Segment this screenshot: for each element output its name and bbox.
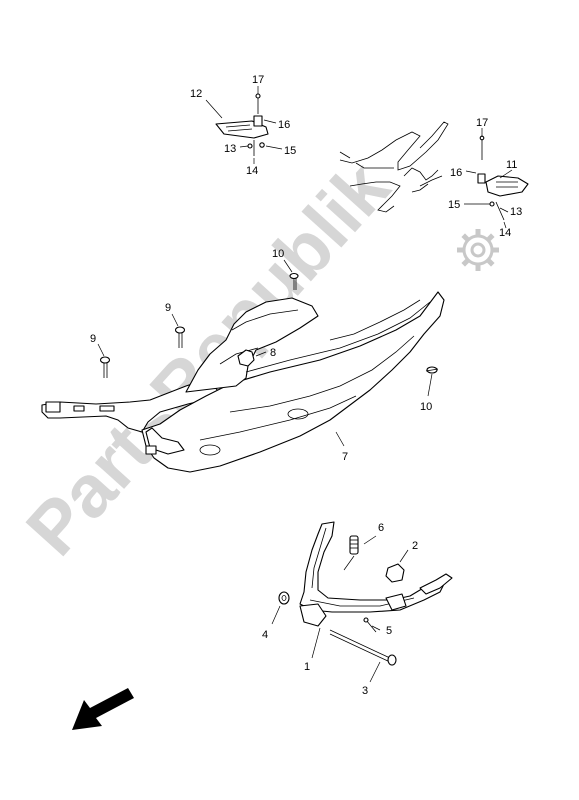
rear-bracket — [41, 379, 223, 433]
callout-17-left: 17 — [252, 74, 264, 86]
callout-12: 12 — [190, 88, 202, 100]
callout-10-top: 10 — [272, 248, 284, 260]
stopper-2 — [385, 549, 409, 583]
callout-14-left: 14 — [246, 165, 258, 177]
tunnel-panel — [185, 297, 319, 393]
callout-13-left: 13 — [224, 143, 236, 155]
callout-10-right: 10 — [420, 401, 432, 413]
callout-9-middle: 9 — [165, 302, 171, 314]
callout-13-right: 13 — [510, 206, 522, 218]
callout-2: 2 — [412, 540, 418, 552]
screw-9-left — [97, 343, 111, 378]
screw-10-top — [283, 259, 299, 290]
callout-1: 1 — [304, 661, 310, 673]
shaft-3 — [329, 629, 397, 683]
direction-arrow-icon — [72, 688, 134, 730]
right-footrest-assembly — [339, 121, 529, 229]
floor-panel — [141, 291, 445, 473]
screw-10-right — [425, 366, 439, 397]
callout-15-right: 15 — [448, 199, 460, 211]
washer-15-right — [489, 201, 495, 207]
callout-5: 5 — [386, 625, 392, 637]
bolt-16-right — [477, 173, 486, 184]
fasteners — [97, 259, 439, 397]
pin-13-left — [247, 143, 253, 149]
callout-labels: 17 12 16 13 15 14 17 11 16 15 13 14 10 9… — [90, 74, 522, 697]
screw-9-middle — [171, 313, 186, 348]
main-stand-assembly — [271, 521, 453, 683]
callout-11: 11 — [506, 159, 517, 171]
clip-8 — [237, 349, 255, 367]
callout-16-right: 16 — [450, 167, 462, 179]
callout-14-right: 14 — [499, 227, 511, 239]
bolt-16-left — [253, 115, 263, 127]
gear-icon — [457, 229, 499, 271]
callout-3: 3 — [362, 685, 368, 697]
callout-6: 6 — [378, 522, 384, 534]
callout-15-left: 15 — [284, 145, 296, 157]
washer-4 — [271, 591, 290, 625]
callout-4: 4 — [262, 629, 268, 641]
pin-5 — [363, 617, 381, 633]
footrest-11 — [485, 175, 529, 197]
callout-17-right: 17 — [476, 117, 488, 129]
body-panel-7 — [41, 291, 445, 473]
spring-6 — [343, 535, 377, 571]
main-stand-1 — [299, 521, 447, 613]
callout-8: 8 — [270, 347, 276, 359]
callout-7: 7 — [342, 451, 348, 463]
washer-15-left — [259, 142, 265, 148]
callout-9-left: 9 — [90, 333, 96, 345]
frame-outline — [339, 121, 449, 171]
left-footrest-assembly — [205, 86, 283, 164]
callout-16-left: 16 — [278, 119, 290, 131]
